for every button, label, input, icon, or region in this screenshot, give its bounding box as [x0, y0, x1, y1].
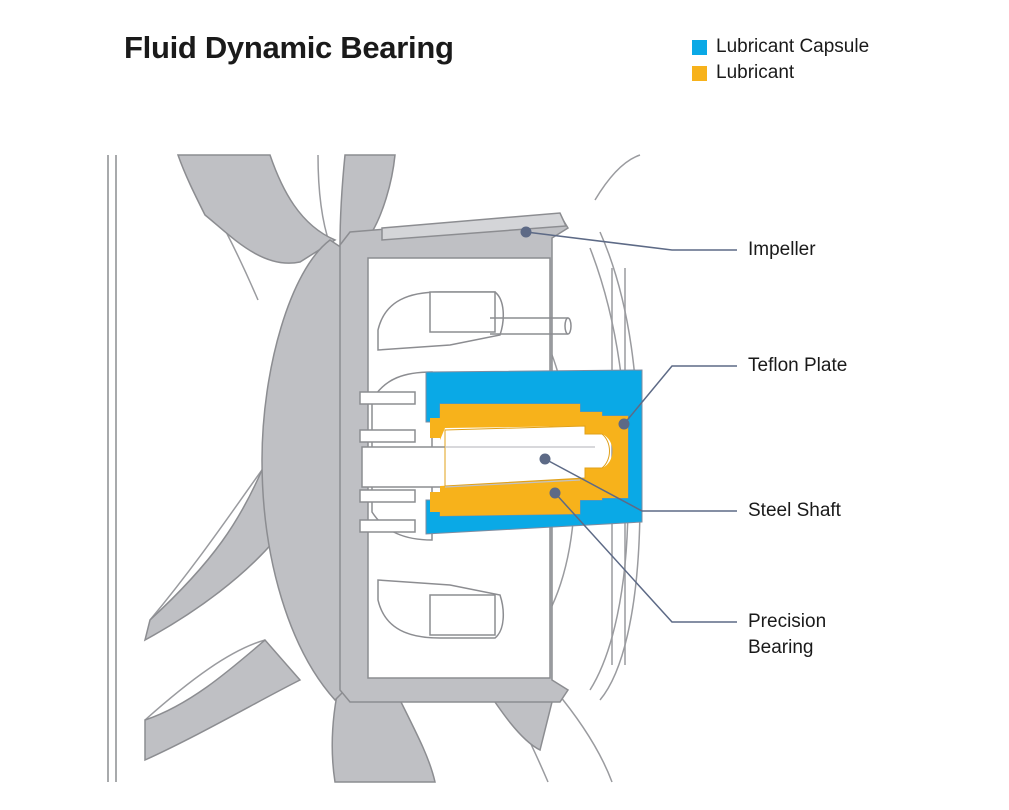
callout-steel-shaft: Steel Shaft — [748, 500, 841, 521]
callout-impeller: Impeller — [748, 239, 816, 260]
legend-label: Lubricant Capsule — [716, 36, 870, 57]
legend-swatch-blue — [692, 39, 707, 55]
callout-precision-bearing: Precision Bearing — [748, 609, 826, 661]
callout-precision-bearing-line2: Bearing — [748, 637, 814, 658]
legend-label: Lubricant — [716, 62, 795, 83]
legend-swatch-orange — [692, 65, 707, 81]
callout-dots — [520, 226, 630, 499]
callout-teflon-plate: Teflon Plate — [748, 355, 848, 376]
callout-precision-bearing-line1: Precision — [748, 611, 827, 632]
diagram-title: Fluid Dynamic Bearing — [124, 30, 454, 65]
legend: Lubricant Capsule Lubricant — [692, 34, 869, 86]
legend-item-lubricant: Lubricant — [692, 60, 869, 86]
legend-item-lubricant-capsule: Lubricant Capsule — [692, 34, 869, 60]
